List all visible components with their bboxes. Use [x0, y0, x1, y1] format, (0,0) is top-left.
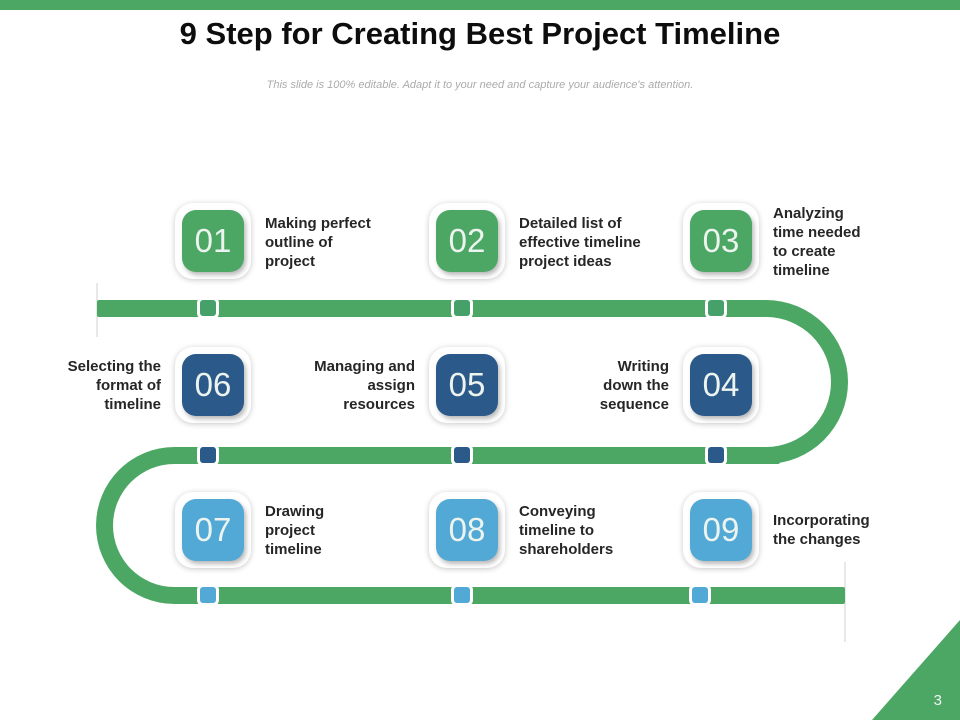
step-05-label: Managing and assign resources	[314, 358, 415, 413]
timeline-marker-04	[708, 447, 724, 463]
step-08-box: 08	[429, 492, 505, 568]
step-06-box: 06	[175, 347, 251, 423]
step-03-number: 03	[690, 210, 752, 272]
step-08-number: 08	[436, 499, 498, 561]
timeline-track-row3	[175, 587, 845, 604]
page-number: 3	[933, 692, 942, 709]
timeline-track-row2	[175, 447, 780, 464]
step-02-box: 02	[429, 203, 505, 279]
timeline-marker-08	[454, 587, 470, 603]
timeline-marker-07	[200, 587, 216, 603]
track-end-shadow	[844, 562, 846, 642]
timeline-track-row1	[97, 300, 766, 317]
step-05-number: 05	[436, 354, 498, 416]
step-05-box: 05	[429, 347, 505, 423]
timeline-marker-09	[692, 587, 708, 603]
step-08-label: Conveying timeline to shareholders	[519, 503, 614, 558]
slide-subtitle: This slide is 100% editable. Adapt it to…	[266, 79, 694, 91]
step-06-number: 06	[182, 354, 244, 416]
step-02-number: 02	[436, 210, 498, 272]
step-04-number: 04	[690, 354, 752, 416]
step-04-box: 04	[683, 347, 759, 423]
step-07-number: 07	[182, 499, 244, 561]
timeline-marker-03	[708, 300, 724, 316]
timeline-marker-06	[200, 447, 216, 463]
step-06-label: Selecting the format of timeline	[67, 358, 161, 413]
step-01-label: Making perfect outline of project	[265, 215, 371, 270]
corner-triangle	[872, 620, 960, 720]
step-07-label: Drawing project timeline	[265, 503, 325, 558]
step-07-box: 07	[175, 492, 251, 568]
top-accent-bar	[0, 0, 960, 10]
timeline-marker-05	[454, 447, 470, 463]
step-02-label: Detailed list of effective timeline proj…	[519, 215, 641, 270]
step-04-label: Writing down the sequence	[599, 358, 669, 413]
step-09-box: 09	[683, 492, 759, 568]
slide-title: 9 Step for Creating Best Project Timelin…	[179, 16, 781, 51]
timeline-marker-01	[200, 300, 216, 316]
step-09-number: 09	[690, 499, 752, 561]
step-09-label: Incorporating the changes	[773, 512, 870, 548]
timeline-marker-02	[454, 300, 470, 316]
step-03-box: 03	[683, 203, 759, 279]
step-01-box: 01	[175, 203, 251, 279]
step-03-label: Analyzing time needed to create timeline	[773, 205, 861, 279]
step-01-number: 01	[182, 210, 244, 272]
